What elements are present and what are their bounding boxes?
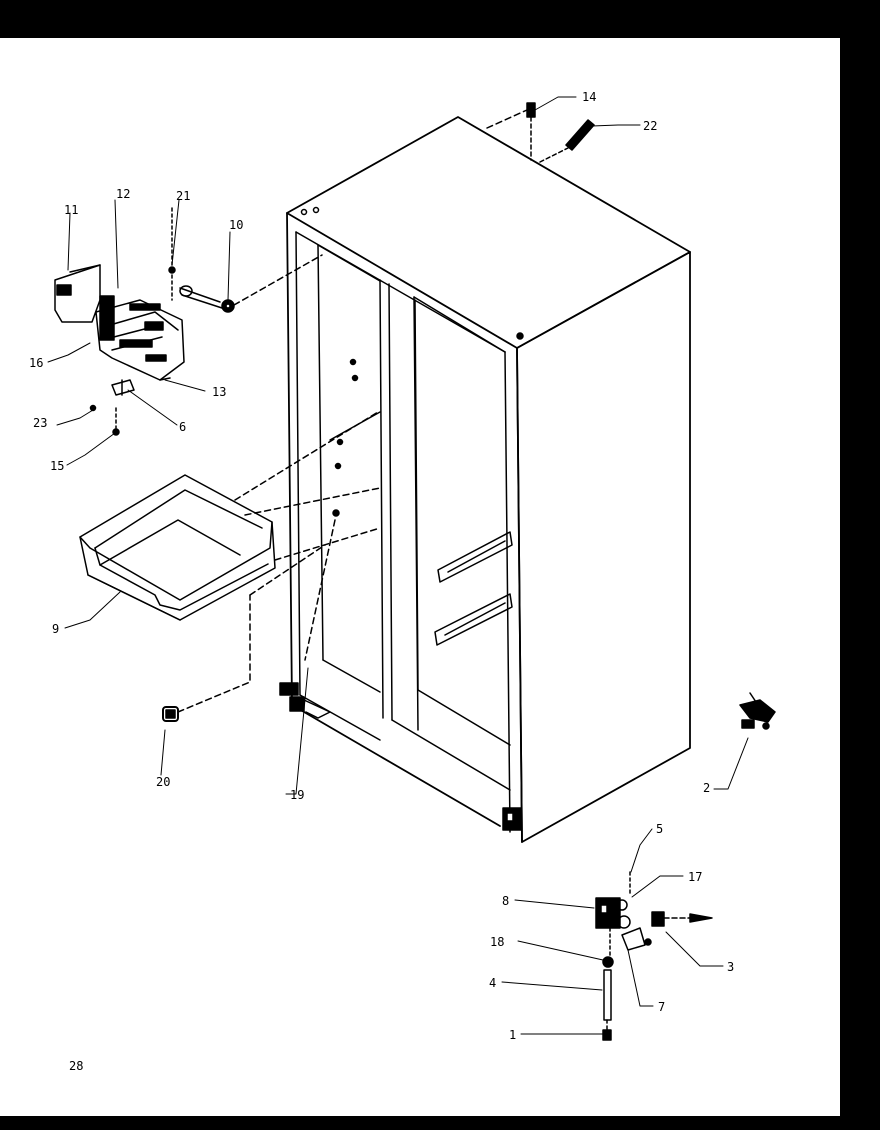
fresh-liner-back (414, 299, 419, 691)
shelf-rail-lower (434, 593, 513, 646)
ice-maker-bracket-part (111, 379, 135, 396)
cabinet-front-right-edge (516, 347, 523, 843)
cabinet-top (286, 116, 691, 349)
callout-10: 10 (229, 218, 243, 232)
diagram-sheet: 11 12 21 10 16 13 23 6 15 9 20 19 14 22 … (0, 38, 840, 1116)
water-valve-part (595, 871, 631, 956)
freezer-bottom-front (299, 694, 381, 741)
mullion-left (379, 279, 384, 719)
valve-inlet-part (651, 911, 713, 927)
callout-8: 8 (502, 894, 509, 908)
freezer-liner-floor (322, 659, 381, 693)
callout-1: 1 (509, 1028, 516, 1042)
bottom-left-hinge (279, 682, 331, 719)
freezer-liner-back (317, 244, 324, 661)
frame-inner-left (295, 231, 301, 696)
callout-7: 7 (658, 1000, 665, 1014)
cabinet-front-left-edge (286, 212, 293, 706)
ice-bin-stop-part (162, 706, 179, 722)
page-number: 28 (69, 1059, 84, 1073)
callout-15: 15 (50, 459, 64, 473)
callout-3: 3 (727, 960, 734, 974)
frame-inner-right (504, 351, 511, 833)
callout-12: 12 (116, 187, 130, 201)
callout-19: 19 (290, 788, 304, 802)
bottom-right-hinge (502, 807, 522, 831)
callout-17: 17 (688, 870, 702, 884)
fresh-bottom (391, 719, 511, 791)
fresh-liner-top (413, 296, 506, 353)
callout-2: 2 (703, 781, 710, 795)
door-hinge-part (739, 692, 776, 730)
ice-bin-part (79, 474, 276, 621)
callout-22: 22 (643, 119, 657, 133)
shelf-rail-upper (437, 531, 513, 583)
callout-6: 6 (179, 420, 186, 434)
cabinet-bottom-edge (291, 704, 501, 827)
freezer-liner-top (317, 244, 381, 282)
fresh-liner-floor (417, 689, 511, 746)
leader-lines (47, 96, 749, 1035)
callout-13: 13 (212, 385, 226, 399)
water-tube-part (602, 969, 612, 1041)
callout-labels: 11 12 21 10 16 13 23 6 15 9 20 19 14 22 … (29, 90, 734, 1042)
ice-maker-part (95, 295, 185, 381)
callout-9: 9 (52, 622, 59, 636)
valve-bracket-part (621, 927, 652, 951)
top-fitting-part (539, 119, 595, 163)
callout-4: 4 (489, 976, 496, 990)
callout-14: 14 (582, 90, 596, 104)
fill-tube-part (179, 285, 235, 313)
callout-23: 23 (33, 416, 47, 430)
ice-maker-cover-part (54, 264, 101, 323)
callout-5: 5 (656, 822, 663, 836)
mullion-mid (388, 283, 393, 721)
cabinet-clip-part (526, 102, 536, 161)
callout-21: 21 (176, 189, 190, 203)
exploded-parts-diagram: 11 12 21 10 16 13 23 6 15 9 20 19 14 22 … (29, 90, 776, 1042)
callout-18: 18 (490, 935, 504, 949)
cabinet-right-side (516, 251, 691, 843)
callout-20: 20 (156, 775, 170, 789)
callout-16: 16 (29, 356, 43, 370)
cabinet (279, 116, 691, 843)
callout-11: 11 (64, 203, 78, 217)
